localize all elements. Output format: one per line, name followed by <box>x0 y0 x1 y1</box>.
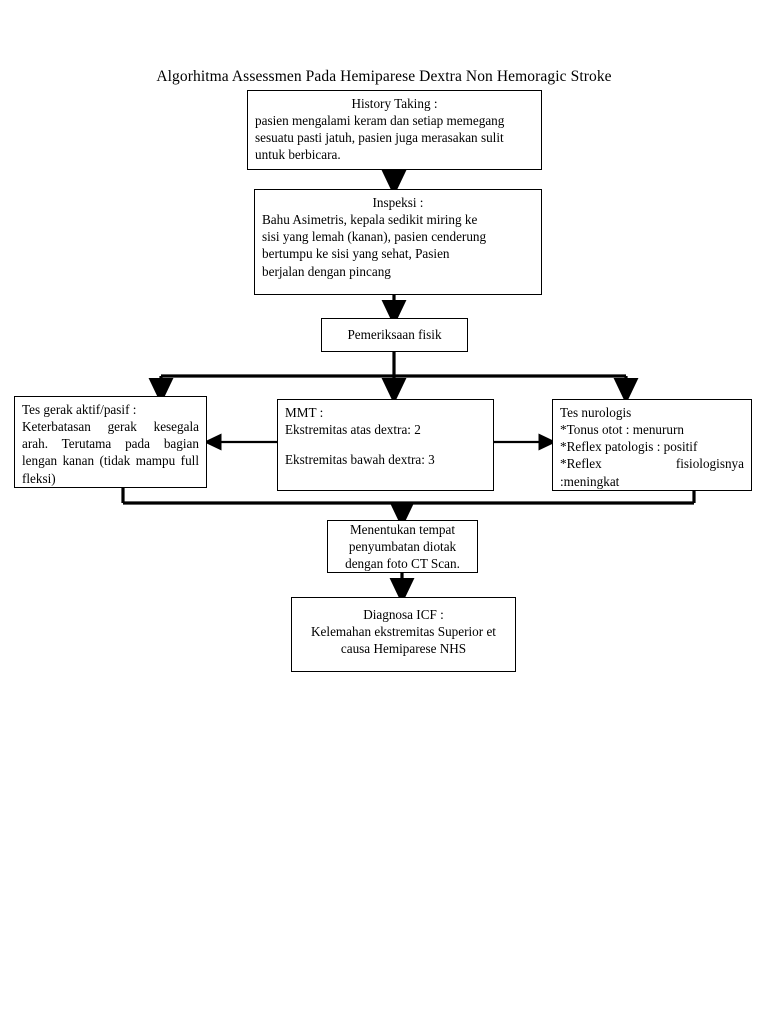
ct-scan-line-1: Menentukan tempat <box>349 521 456 537</box>
mmt-heading: MMT : <box>285 405 324 420</box>
inspeksi-heading: Inspeksi : <box>372 195 424 210</box>
node-ct-scan: Menentukan tempat penyumbatan diotak den… <box>327 520 478 573</box>
node-tes-nurologis: Tes nurologis *Tonus otot : menururn *Re… <box>552 399 752 491</box>
node-pemeriksaan-fisik: Pemeriksaan fisik <box>321 318 468 352</box>
mmt-line-2: Ekstremitas bawah dextra: 3 <box>285 451 435 467</box>
tes-nurologis-heading: Tes nurologis <box>560 405 632 420</box>
node-mmt: MMT : Ekstremitas atas dextra: 2 Ekstrem… <box>277 399 494 491</box>
inspeksi-line-3: bertumpu ke sisi yang sehat, Pasien <box>262 246 450 262</box>
pemeriksaan-label: Pemeriksaan fisik <box>347 327 442 343</box>
tes-nurologis-line-2: *Reflex patologis : positif <box>560 439 698 455</box>
inspeksi-line-1: Bahu Asimetris, kepala sedikit miring ke <box>262 212 478 228</box>
tes-gerak-body: Keterbatasan gerak kesegala arah. Teruta… <box>22 419 199 486</box>
diagnosa-line-2: causa Hemiparese NHS <box>340 641 467 657</box>
ct-scan-line-3: dengan foto CT Scan. <box>345 556 460 572</box>
history-line-1: pasien mengalami keram dan setiap memega… <box>255 113 505 129</box>
tes-nurologis-line-1: *Tonus otot : menururn <box>560 422 684 438</box>
diagnosa-heading: Diagnosa ICF : <box>363 607 444 622</box>
page-title: Algorhitma Assessmen Pada Hemiparese Dex… <box>156 68 612 85</box>
mmt-line-1: Ekstremitas atas dextra: 2 <box>285 422 421 438</box>
inspeksi-line-2: sisi yang lemah (kanan), pasien cenderun… <box>262 229 487 245</box>
tes-nurologis-line-3: *Reflex fisiologisnya <box>560 456 744 472</box>
history-line-3: untuk berbicara. <box>255 147 341 163</box>
node-history-taking: History Taking : pasien mengalami keram … <box>247 90 542 170</box>
inspeksi-line-4: berjalan dengan pincang <box>262 263 391 279</box>
connector-pemeriksaan-fanout <box>148 351 639 405</box>
diagnosa-line-1: Kelemahan ekstremitas Superior et <box>311 624 496 640</box>
tes-gerak-heading: Tes gerak aktif/pasif : <box>22 402 137 417</box>
ct-scan-line-2: penyumbatan diotak <box>348 538 457 554</box>
mmt-spacer <box>285 438 486 451</box>
node-tes-gerak-aktif-pasif: Tes gerak aktif/pasif : Keterbatasan ger… <box>14 396 207 488</box>
connector-three-to-ct-scan <box>121 488 696 529</box>
history-line-2: sesuatu pasti jatuh, pasien juga merasak… <box>255 130 504 146</box>
history-heading: History Taking : <box>351 96 438 111</box>
tes-nurologis-line-4: :meningkat <box>560 473 620 489</box>
node-diagnosa-icf: Diagnosa ICF : Kelemahan ekstremitas Sup… <box>291 597 516 672</box>
node-inspeksi: Inspeksi : Bahu Asimetris, kepala sediki… <box>254 189 542 295</box>
